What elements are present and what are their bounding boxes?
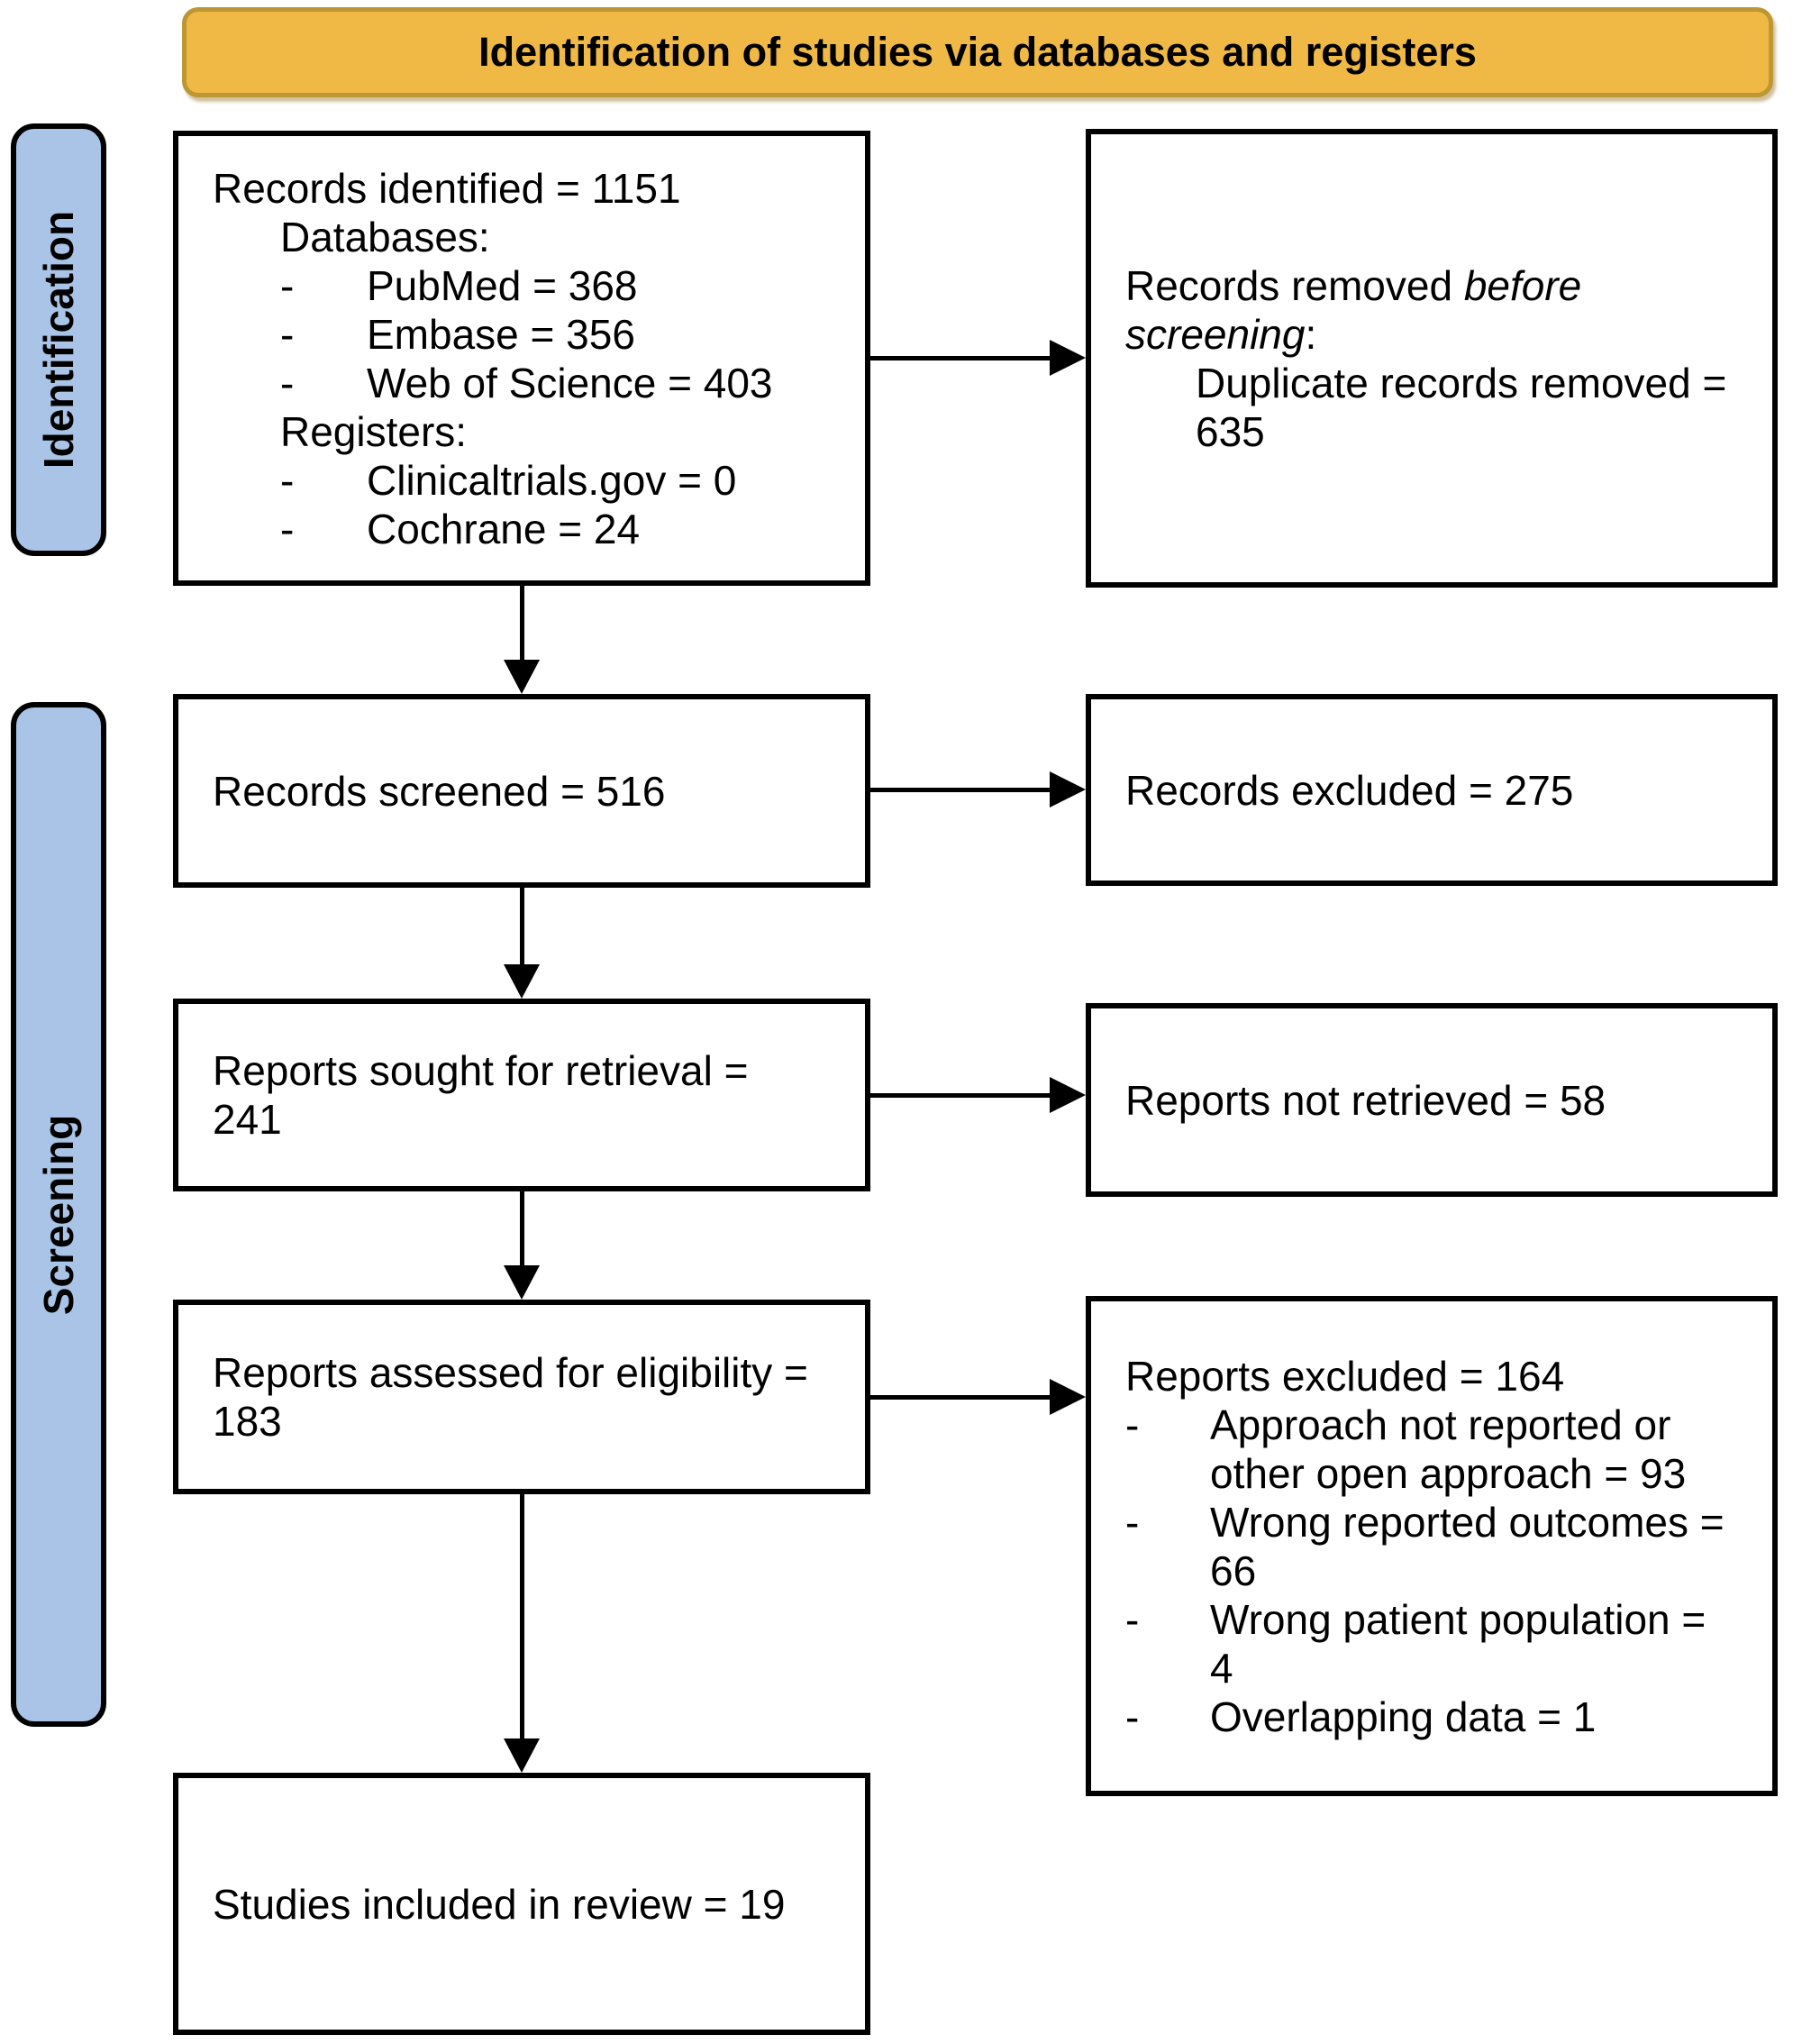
arrowhead-down-icon bbox=[504, 1738, 540, 1773]
exclusion-reason: - Approach not reported or other open ap… bbox=[1125, 1401, 1745, 1498]
arrow-sought-to-notretrieved bbox=[870, 1093, 1051, 1098]
reason-text: Wrong reported outcomes = 66 bbox=[1210, 1498, 1725, 1595]
arrowhead-down-icon bbox=[504, 660, 540, 694]
reports-assessed-title: Reports assessed for eligibility = 183 bbox=[213, 1348, 838, 1446]
phase-header-title: Identification of studies via databases … bbox=[478, 29, 1477, 75]
records-removed-italic-before: before bbox=[1463, 261, 1582, 309]
hyphen-bullet: - bbox=[280, 359, 295, 406]
arrow-assessed-to-excludedreports bbox=[870, 1395, 1051, 1400]
list-item: - Web of Science = 403 bbox=[280, 359, 838, 407]
exclusion-reason: - Wrong reported outcomes = 66 bbox=[1125, 1498, 1745, 1595]
records-identified-title: Records identified = 1151 bbox=[213, 164, 681, 212]
reason-line: Wrong reported outcomes = bbox=[1210, 1498, 1725, 1546]
stage-label-screening: Screening bbox=[35, 1114, 83, 1315]
reason-text: Overlapping data = 1 bbox=[1210, 1693, 1596, 1741]
arrowhead-right-icon bbox=[1050, 1077, 1086, 1113]
arrowhead-down-icon bbox=[504, 1265, 540, 1300]
arrowhead-down-icon bbox=[504, 964, 540, 999]
reports-not-retrieved-title: Reports not retrieved = 58 bbox=[1125, 1076, 1606, 1124]
box-reports-excluded: Reports excluded = 164 - Approach not re… bbox=[1086, 1296, 1778, 1796]
hyphen-bullet: - bbox=[280, 505, 295, 552]
reason-line: 4 bbox=[1210, 1644, 1233, 1692]
box-records-removed: Records removed before screening: Duplica… bbox=[1086, 129, 1778, 588]
hyphen-bullet: - bbox=[1125, 1498, 1140, 1546]
reports-sought-title: Reports sought for retrieval = 241 bbox=[213, 1046, 838, 1144]
hyphen-bullet: - bbox=[1125, 1693, 1140, 1740]
records-removed-colon: : bbox=[1305, 310, 1317, 358]
registers-label: Registers: bbox=[280, 407, 468, 455]
records-removed-title: Records removed before screening: bbox=[1125, 261, 1745, 359]
hyphen-bullet: - bbox=[1125, 1401, 1140, 1448]
arrow-identified-to-removed bbox=[870, 356, 1051, 360]
box-records-excluded: Records excluded = 275 bbox=[1086, 694, 1778, 886]
records-removed-italic-screening: screening bbox=[1125, 310, 1306, 358]
list-item: - Embase = 356 bbox=[280, 310, 838, 359]
list-item: - Clinicaltrials.gov = 0 bbox=[280, 456, 838, 505]
database-item: PubMed = 368 bbox=[367, 261, 638, 309]
arrow-sought-to-assessed bbox=[520, 1191, 524, 1268]
reason-line: Approach not reported or bbox=[1210, 1401, 1671, 1448]
database-item: Web of Science = 403 bbox=[367, 359, 773, 406]
arrowhead-right-icon bbox=[1050, 771, 1086, 808]
box-records-identified: Records identified = 1151 Databases: - P… bbox=[173, 131, 870, 586]
box-reports-not-retrieved: Reports not retrieved = 58 bbox=[1086, 1003, 1778, 1197]
arrow-identified-to-screened bbox=[520, 586, 524, 662]
reason-line: Wrong patient population = bbox=[1210, 1595, 1706, 1643]
box-reports-sought: Reports sought for retrieval = 241 bbox=[173, 999, 870, 1191]
studies-included-title: Studies included in review = 19 bbox=[213, 1880, 786, 1928]
arrow-screened-to-sought bbox=[520, 888, 524, 967]
duplicates-removed-line: Duplicate records removed = bbox=[1196, 359, 1727, 406]
reports-excluded-title: Reports excluded = 164 bbox=[1125, 1352, 1565, 1400]
reason-text: Wrong patient population = 4 bbox=[1210, 1595, 1706, 1693]
reports-assessed-line: Reports assessed for eligibility = bbox=[213, 1349, 808, 1396]
records-screened-title: Records screened = 516 bbox=[213, 767, 666, 815]
database-item: Embase = 356 bbox=[367, 310, 635, 358]
stage-bar-screening: Screening bbox=[11, 702, 106, 1727]
stage-bar-identification: Identification bbox=[11, 123, 106, 556]
reports-assessed-count: 183 bbox=[213, 1398, 282, 1445]
box-reports-assessed: Reports assessed for eligibility = 183 bbox=[173, 1300, 870, 1494]
records-excluded-title: Records excluded = 275 bbox=[1125, 766, 1574, 814]
reason-line: other open approach = 93 bbox=[1210, 1449, 1687, 1497]
hyphen-bullet: - bbox=[1125, 1595, 1140, 1643]
duplicates-removed-detail: Duplicate records removed = 635 bbox=[1196, 359, 1745, 456]
exclusion-reason: - Wrong patient population = 4 bbox=[1125, 1595, 1745, 1693]
arrowhead-right-icon bbox=[1050, 340, 1086, 376]
register-item: Cochrane = 24 bbox=[367, 505, 641, 552]
exclusion-reason: - Overlapping data = 1 bbox=[1125, 1693, 1745, 1741]
box-studies-included: Studies included in review = 19 bbox=[173, 1773, 870, 2035]
box-records-screened: Records screened = 516 bbox=[173, 694, 870, 888]
hyphen-bullet: - bbox=[280, 310, 295, 358]
arrowhead-right-icon bbox=[1050, 1379, 1086, 1415]
phase-header-banner: Identification of studies via databases … bbox=[182, 7, 1773, 97]
databases-label: Databases: bbox=[280, 213, 490, 260]
duplicates-removed-count: 635 bbox=[1196, 407, 1265, 455]
records-removed-text: Records removed bbox=[1125, 261, 1464, 309]
register-item: Clinicaltrials.gov = 0 bbox=[367, 456, 737, 504]
hyphen-bullet: - bbox=[280, 261, 295, 309]
list-item: - Cochrane = 24 bbox=[280, 505, 838, 553]
reports-sought-count: 241 bbox=[213, 1096, 282, 1143]
reports-sought-line: Reports sought for retrieval = bbox=[213, 1047, 749, 1094]
arrow-screened-to-excluded bbox=[870, 788, 1051, 792]
reason-line: Overlapping data = 1 bbox=[1210, 1693, 1597, 1740]
list-item: - PubMed = 368 bbox=[280, 261, 838, 310]
reason-line: 66 bbox=[1210, 1547, 1257, 1594]
arrow-assessed-to-included bbox=[520, 1494, 524, 1741]
hyphen-bullet: - bbox=[280, 456, 295, 504]
reason-text: Approach not reported or other open appr… bbox=[1210, 1401, 1686, 1498]
stage-label-identification: Identification bbox=[35, 210, 83, 470]
